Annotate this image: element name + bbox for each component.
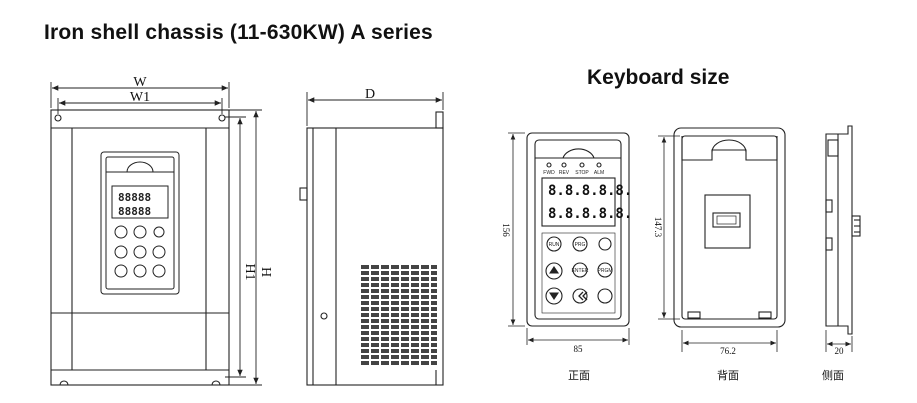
label-w1: W1: [130, 90, 150, 105]
chassis-keypad: 88888 88888: [100, 151, 180, 295]
keyboard-front-view: [526, 132, 630, 327]
label-back-height: 147.3: [653, 217, 663, 238]
led-label-rev: REV: [559, 170, 570, 176]
svg-text:88888: 88888: [118, 205, 151, 218]
caption-front: 正面: [568, 369, 590, 382]
label-kb-height: 156: [501, 223, 511, 237]
keyboard-back-dimensions: [658, 135, 778, 352]
keyboard-back-view: [673, 127, 786, 328]
key-run: RUN: [549, 242, 560, 248]
keyboard-size-title: Keyboard size: [587, 66, 730, 89]
page-title: Iron shell chassis (11-630KW) A series: [44, 21, 433, 44]
caption-side: 侧面: [822, 369, 844, 382]
depth-dimension: [306, 92, 444, 126]
led-label-alm: ALM: [594, 170, 604, 176]
led-label-stop: STOP: [575, 170, 589, 176]
label-w: W: [133, 75, 147, 90]
caption-back: 背面: [717, 368, 739, 382]
keyboard-side-dimension: [825, 330, 853, 352]
led-label-fwd: FWD: [543, 170, 555, 176]
svg-text:88888: 88888: [118, 191, 151, 204]
key-prgm: PRGM: [598, 268, 613, 274]
display-line-1: 8.8.8.8.8.: [548, 183, 632, 199]
label-h1: H1: [242, 263, 257, 280]
height-dimensions: [225, 109, 262, 386]
label-kb-width: 85: [574, 344, 584, 354]
label-d: D: [365, 87, 375, 102]
key-enter: ENTER: [572, 268, 589, 274]
display-line-2: 8.8.8.8.8.: [548, 206, 632, 222]
label-back-width: 76.2: [720, 346, 736, 356]
chassis-front-view: [50, 109, 230, 386]
label-side-width: 20: [835, 346, 845, 356]
label-h: H: [258, 267, 273, 277]
chassis-side-view: [299, 111, 444, 386]
key-prg: PRG: [575, 242, 586, 248]
keyboard-side-view: [825, 125, 861, 335]
keyboard-led-labels: FWD REV STOP ALM: [543, 170, 604, 176]
width-dimensions: [50, 82, 230, 114]
keyboard-front-dimensions: [508, 132, 630, 345]
